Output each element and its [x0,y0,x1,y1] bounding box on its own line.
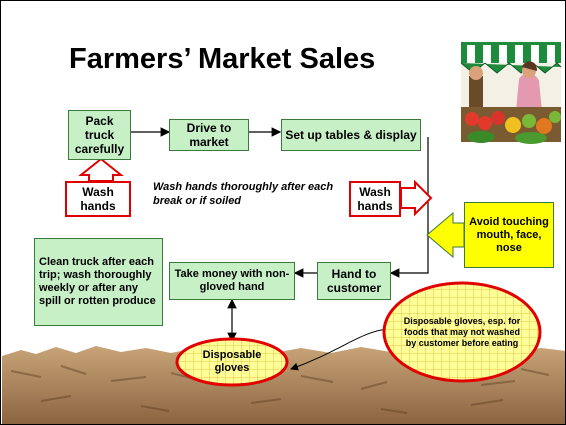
wash-hands-box-1: Wash hands [65,181,131,217]
gloves-small-oval [175,337,289,387]
wash-hands-box-2: Wash hands [349,181,401,217]
step-set-up-tables: Set up tables & display [281,119,421,151]
step-hand-to-customer: Hand to customer [317,262,391,300]
market-stall-image [460,42,562,144]
red-right-arrow [400,179,433,217]
step-pack-truck: Pack truck carefully [68,110,131,160]
gloves-large-oval [382,281,542,383]
step-take-money: Take money with non-gloved hand [169,262,295,300]
gloves-large-text: Disposable gloves, esp. for foods that m… [403,315,521,348]
clean-truck-box: Clean truck after each trip; wash thorou… [34,238,163,326]
dirt-texture [10,365,550,414]
wash-note: Wash hands thoroughly after each break o… [153,181,334,207]
step-drive-to-market: Drive to market [169,119,249,151]
yellow-left-arrow [426,211,465,259]
red-up-arrow [78,157,124,182]
page-title: Farmers’ Market Sales [69,43,376,75]
gloves-small-text: Disposable gloves [202,349,262,374]
avoid-touching-callout: Avoid touching mouth, face, nose [464,202,554,268]
